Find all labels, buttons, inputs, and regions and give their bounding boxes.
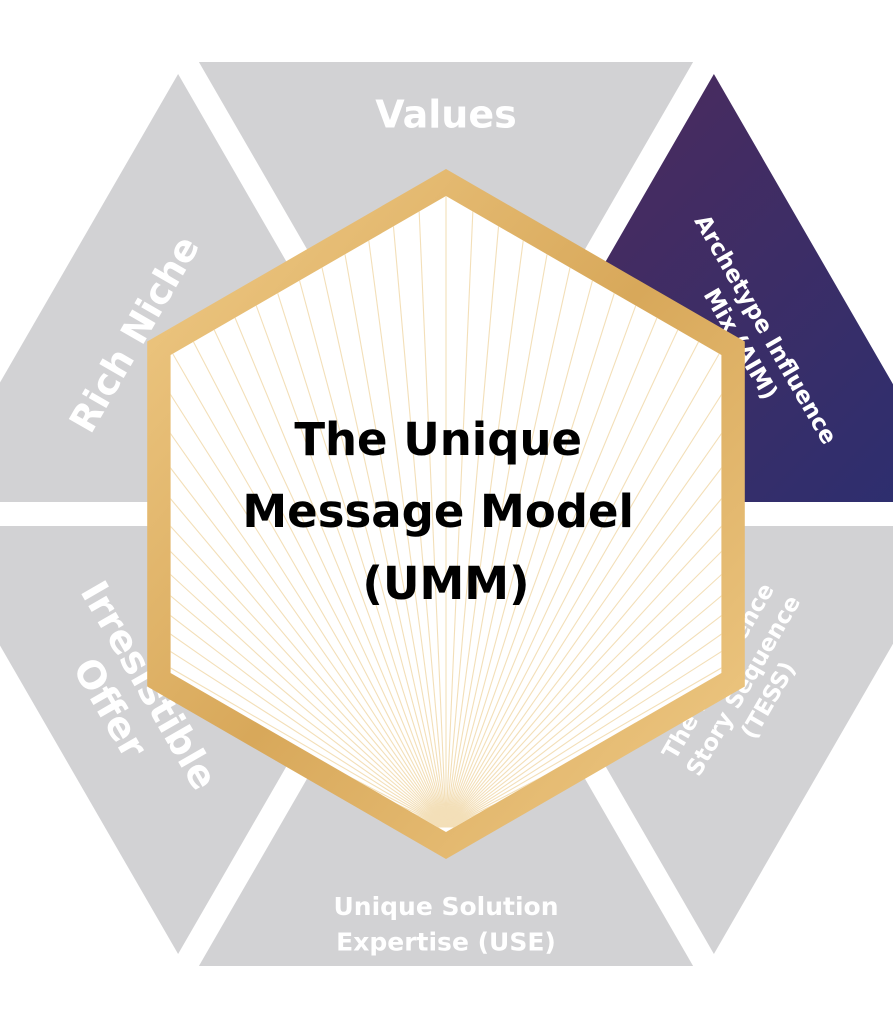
- sunburst-ray: [445, 400, 722, 828]
- segment-label-values: Values: [375, 92, 516, 136]
- sunburst-ray: [445, 331, 722, 828]
- sunburst-ray: [170, 220, 447, 828]
- segment-label-line: Expertise (USE): [336, 927, 556, 956]
- sunburst-ray: [170, 310, 447, 828]
- sunburst-ray: [445, 271, 722, 828]
- segment-label-line: Unique Solution: [333, 892, 558, 921]
- sunburst-ray: [170, 425, 447, 828]
- center-title-line: Message Model: [242, 485, 634, 538]
- sunburst-ray: [170, 331, 447, 828]
- sunburst-ray: [170, 476, 447, 828]
- sunburst-ray: [414, 196, 447, 828]
- sunburst-ray: [445, 196, 508, 828]
- sunburst-ray: [445, 450, 722, 828]
- sunburst-ray: [170, 271, 447, 828]
- sunburst-ray: [170, 353, 447, 828]
- sunburst-ray: [170, 450, 447, 828]
- sunburst-ray: [445, 425, 722, 828]
- sunburst-ray: [445, 476, 722, 828]
- center-hexagon: The Unique Message Model (UMM): [147, 169, 745, 859]
- sunburst-ray: [170, 236, 447, 828]
- sunburst-ray: [384, 196, 447, 828]
- center-title-line: (UMM): [362, 557, 529, 610]
- sunburst-ray: [445, 196, 538, 828]
- center-title-line: The Unique: [294, 413, 582, 466]
- sunburst-ray: [445, 253, 722, 828]
- sunburst-ray: [170, 253, 447, 828]
- sunburst-ray: [445, 196, 478, 828]
- sunburst-ray: [354, 196, 447, 828]
- sunburst-ray: [445, 290, 722, 828]
- sunburst-ray: [170, 290, 447, 828]
- sunburst-ray: [445, 236, 722, 828]
- sunburst-ray: [445, 353, 722, 828]
- center-title: The Unique Message Model (UMM): [242, 413, 649, 610]
- segment-label-line: Values: [375, 92, 516, 136]
- sunburst-ray: [170, 400, 447, 828]
- sunburst-ray: [445, 310, 722, 828]
- sunburst-ray: [445, 220, 722, 828]
- sunburst-ray: [445, 376, 722, 828]
- sunburst-ray: [170, 376, 447, 828]
